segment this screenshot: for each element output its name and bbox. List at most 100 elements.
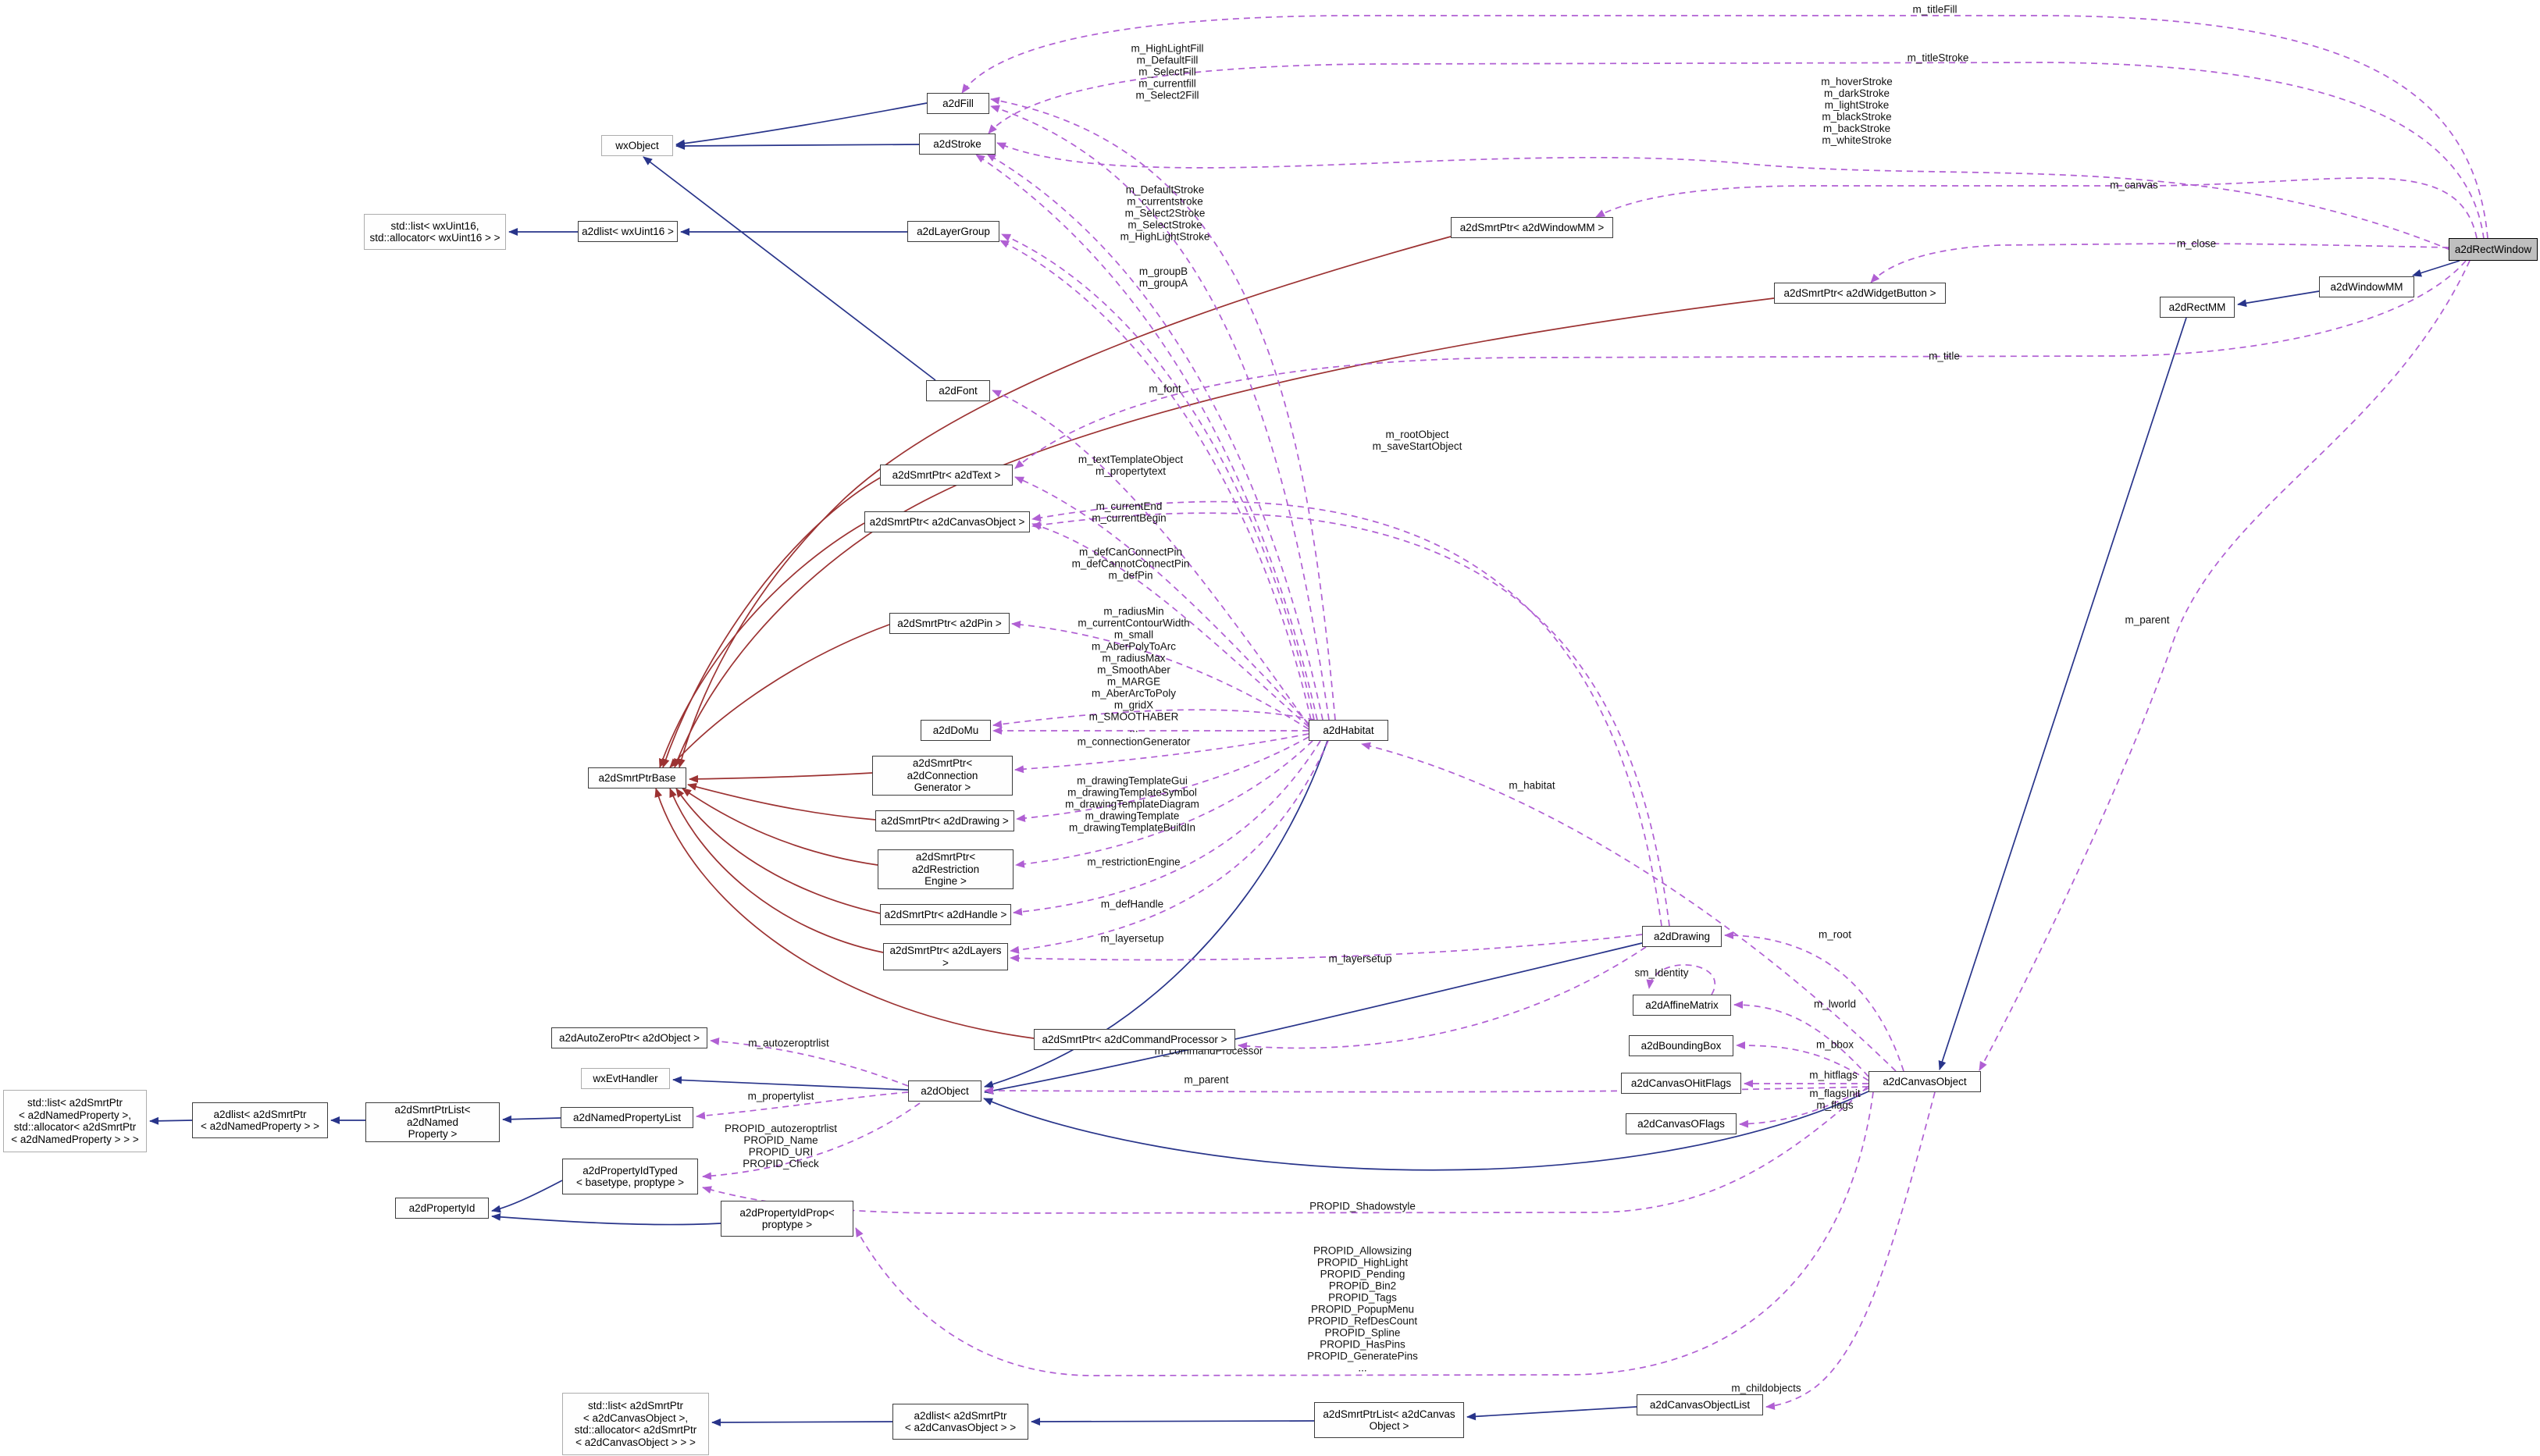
- node-smrtptr-connection-generator[interactable]: a2dSmrtPtr< a2dConnection Generator >: [872, 756, 1013, 796]
- edge-groupA: [999, 240, 1312, 721]
- edge-label-propid-big-stack: PROPID_Allowsizing PROPID_HighLight PROP…: [1307, 1244, 1418, 1374]
- node-a2dStroke[interactable]: a2dStroke: [919, 133, 996, 155]
- edge-parent-right: [1979, 260, 2471, 1071]
- node-smrtptr-layers[interactable]: a2dSmrtPtr< a2dLayers >: [883, 943, 1008, 970]
- edge-textTemplateObject: [1014, 476, 1309, 724]
- node-a2dNamedPropertyList[interactable]: a2dNamedPropertyList: [561, 1107, 693, 1128]
- edge-label-flags-stack: m_flagsInit m_flags: [1809, 1088, 1861, 1111]
- node-a2dBoundingBox[interactable]: a2dBoundingBox: [1629, 1035, 1733, 1056]
- edge-label-drawing-template-stack: m_drawingTemplateGui m_drawingTemplateSy…: [1065, 774, 1199, 834]
- edge-rootObject-1: [1031, 500, 1662, 927]
- node-a2dPropertyId[interactable]: a2dPropertyId: [395, 1198, 489, 1219]
- node-a2dObject[interactable]: a2dObject: [908, 1080, 981, 1102]
- edge-label-PROPID_Shadowstyle: PROPID_Shadowstyle: [1309, 1200, 1416, 1212]
- edge-label-m_parent-right: m_parent: [2125, 614, 2170, 626]
- node-std-list-canvasobject[interactable]: std::list< a2dSmrtPtr < a2dCanvasObject …: [562, 1393, 709, 1455]
- edge-propid-shadowstyle: [702, 1085, 1869, 1214]
- edge-label-m_habitat: m_habitat: [1509, 779, 1555, 792]
- node-a2dAutoZeroPtr[interactable]: a2dAutoZeroPtr< a2dObject >: [551, 1027, 707, 1048]
- edge-label-m_bbox: m_bbox: [1815, 1038, 1854, 1051]
- node-a2dlist-namedproperty[interactable]: a2dlist< a2dSmrtPtr < a2dNamedProperty >…: [192, 1102, 328, 1138]
- edge-connectionGenerator: [1014, 733, 1309, 774]
- edge-defPin: [1011, 621, 1309, 730]
- node-a2dDoMu[interactable]: a2dDoMu: [921, 720, 991, 741]
- edge-smrtptr-conngen-to-base: [689, 772, 873, 783]
- edge-smrtptr-canvasobject-to-base: [659, 522, 865, 768]
- edge-label-m_parent-left: m_parent: [1184, 1073, 1229, 1086]
- node-smrtptr-drawing[interactable]: a2dSmrtPtr< a2dDrawing >: [875, 810, 1014, 831]
- node-a2dPropertyIdTyped[interactable]: a2dPropertyIdTyped < basetype, proptype …: [562, 1159, 698, 1194]
- edge-layersetup-left: [1010, 740, 1329, 954]
- edge-smrtptr-layers-to-base: [669, 788, 884, 953]
- edge-smrtptr-widgetbutton-to-base: [674, 297, 1775, 768]
- node-a2dPropertyIdProp[interactable]: a2dPropertyIdProp< proptype >: [721, 1201, 853, 1237]
- node-a2dAffineMatrix[interactable]: a2dAffineMatrix: [1633, 995, 1731, 1016]
- edge-flags: [1739, 1088, 1869, 1128]
- edge-fill-to-wxobject: [675, 102, 928, 148]
- node-smrtptr-canvasobject[interactable]: a2dSmrtPtr< a2dCanvasObject >: [864, 511, 1030, 532]
- edge-label-m_childobjects: m_childobjects: [1731, 1382, 1801, 1394]
- node-a2dlist-canvasobject[interactable]: a2dlist< a2dSmrtPtr < a2dCanvasObject > …: [892, 1404, 1028, 1440]
- edge-label-m_hitflags: m_hitflags: [1809, 1069, 1858, 1081]
- edge-propidtyped-to-propid: [491, 1180, 563, 1213]
- node-a2dFont[interactable]: a2dFont: [926, 380, 990, 401]
- edge-propidprop-to-propid: [491, 1212, 721, 1226]
- edge-label-propid-small-stack: PROPID_autozeroptrlist PROPID_Name PROPI…: [724, 1123, 838, 1169]
- edge-habitat-fills-2: [990, 97, 1336, 721]
- node-std-list-wxuint16[interactable]: std::list< wxUint16, std::allocator< wxU…: [364, 214, 506, 250]
- node-a2dCanvasOFlags[interactable]: a2dCanvasOFlags: [1626, 1113, 1737, 1134]
- edge-propertylist: [696, 1091, 909, 1120]
- node-a2dHabitat[interactable]: a2dHabitat: [1309, 720, 1388, 741]
- node-smrtptrlist-namedproperty[interactable]: a2dSmrtPtrList< a2dNamed Property >: [365, 1102, 500, 1142]
- edge-label-hover-stroke-stack: m_hoverStroke m_darkStroke m_lightStroke…: [1821, 76, 1893, 146]
- edge-label-fill-stack: m_HighLightFill m_DefaultFill m_SelectFi…: [1131, 42, 1204, 101]
- node-smrtptr-restriction-engine[interactable]: a2dSmrtPtr< a2dRestriction Engine >: [878, 849, 1014, 889]
- node-smrtptrlist-canvasobject[interactable]: a2dSmrtPtrList< a2dCanvas Object >: [1314, 1402, 1464, 1438]
- node-smrtptr-text[interactable]: a2dSmrtPtr< a2dText >: [880, 465, 1013, 486]
- edge-childobjects: [1765, 1091, 1936, 1411]
- edge-label-m_canvas: m_canvas: [2110, 179, 2158, 191]
- edge-label-sm_Identity: sm_Identity: [1634, 967, 1689, 979]
- edge-currentEnd: [1031, 522, 1309, 728]
- edge-label-current-stack: m_currentEnd m_currentBegin: [1092, 500, 1167, 524]
- edge-windowmm-to-rectmm: [2237, 290, 2320, 308]
- edge-rootObject-2: [1031, 512, 1670, 927]
- node-a2dRectWindow[interactable]: a2dRectWindow: [2449, 238, 2538, 261]
- edge-lworld: [1733, 1001, 1869, 1077]
- node-a2dSmrtPtrBase[interactable]: a2dSmrtPtrBase: [588, 767, 686, 789]
- edge-rectwindow-to-windowmm: [2412, 260, 2460, 277]
- edge-label-domu-stack: m_radiusMin m_currentContourWidth m_smal…: [1078, 605, 1190, 735]
- node-a2dLayerGroup[interactable]: a2dLayerGroup: [907, 221, 999, 242]
- node-smrtptr-widgetbutton[interactable]: a2dSmrtPtr< a2dWidgetButton >: [1774, 283, 1946, 304]
- node-a2dlist-wxuint16[interactable]: a2dlist< wxUint16 >: [578, 221, 678, 242]
- node-std-list-namedproperty[interactable]: std::list< a2dSmrtPtr < a2dNamedProperty…: [3, 1090, 147, 1152]
- node-a2dCanvasObjectList[interactable]: a2dCanvasObjectList: [1637, 1394, 1763, 1415]
- node-a2dFill[interactable]: a2dFill: [927, 93, 989, 114]
- edge-habitat: [1361, 742, 1897, 1072]
- node-a2dDrawing[interactable]: a2dDrawing: [1642, 926, 1722, 947]
- edge-font-to-wxobject: [643, 156, 936, 381]
- edge-label-pin-stack: m_defCanConnectPin m_defCannotConnectPin…: [1071, 546, 1190, 582]
- node-wxEvtHandler[interactable]: wxEvtHandler: [581, 1068, 670, 1089]
- node-a2dRectMM[interactable]: a2dRectMM: [2160, 297, 2235, 318]
- node-smrtptr-windowmm[interactable]: a2dSmrtPtr< a2dWindowMM >: [1451, 217, 1613, 238]
- edge-canvasobject-to-object: [983, 1091, 1869, 1171]
- edge-label-default-stroke-stack: m_DefaultStroke m_currentstroke m_Select…: [1120, 183, 1210, 243]
- node-smrtptr-handle[interactable]: a2dSmrtPtr< a2dHandle >: [880, 904, 1011, 925]
- edge-a2dlistnp-to-stdlistnp: [149, 1116, 193, 1125]
- node-a2dCanvasOHitFlags[interactable]: a2dCanvasOHitFlags: [1621, 1073, 1741, 1094]
- edge-label-m_titleStroke: m_titleStroke: [1907, 52, 1969, 64]
- node-wxObject[interactable]: wxObject: [601, 135, 673, 156]
- node-smrtptr-pin[interactable]: a2dSmrtPtr< a2dPin >: [889, 613, 1010, 634]
- edge-label-m_title: m_title: [1929, 350, 1960, 362]
- edge-label-m_defHandle: m_defHandle: [1100, 898, 1164, 910]
- node-a2dCanvasObject[interactable]: a2dCanvasObject: [1868, 1071, 1981, 1092]
- edge-commandProcessor: [1238, 946, 1647, 1050]
- edge-drawing-to-object: [984, 942, 1643, 1095]
- node-a2dWindowMM[interactable]: a2dWindowMM: [2319, 276, 2414, 297]
- edge-canvas: [1595, 177, 2478, 239]
- edge-habitat-strokes-1: [986, 153, 1323, 721]
- node-smrtptr-commandprocessor[interactable]: a2dSmrtPtr< a2dCommandProcessor >: [1034, 1029, 1235, 1050]
